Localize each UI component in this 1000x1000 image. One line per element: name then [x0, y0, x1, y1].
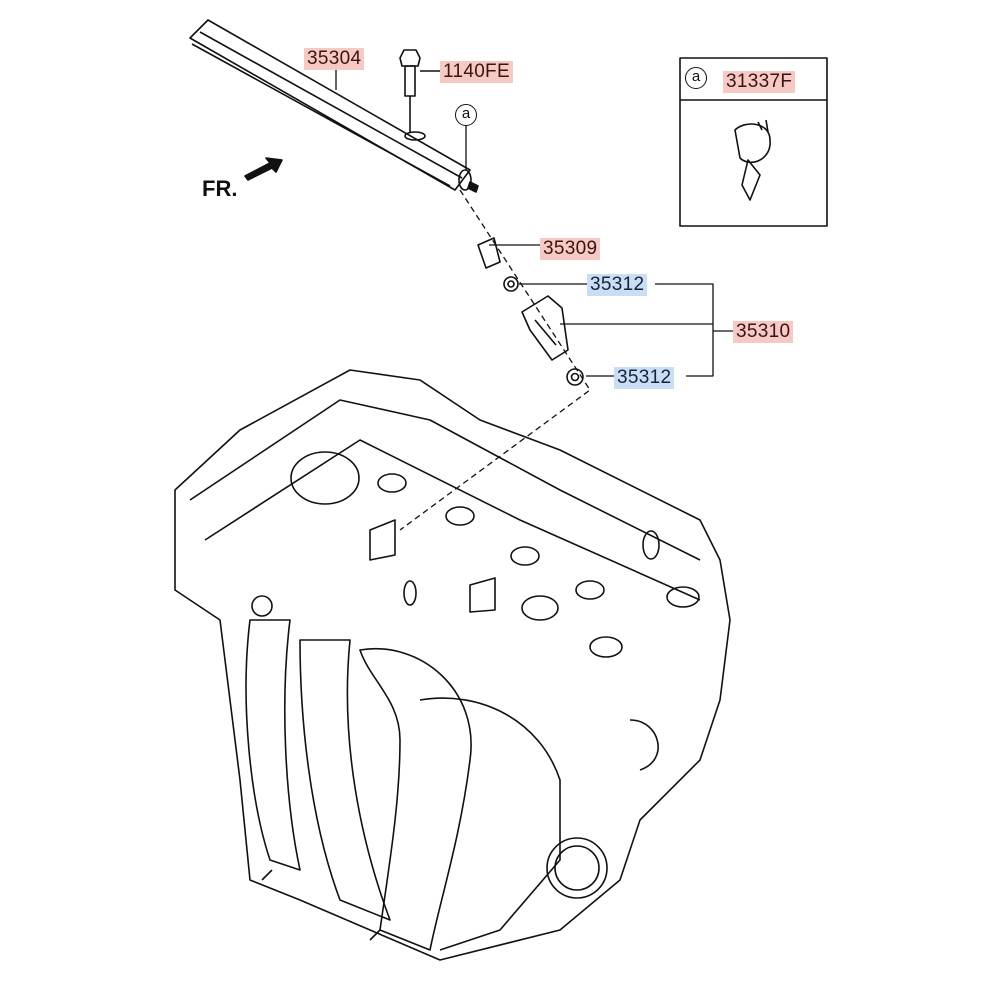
injector-assembly-drawing — [477, 237, 584, 386]
inset-ref-marker-a: a — [685, 67, 707, 89]
inset-box — [679, 57, 828, 227]
leader-lines — [335, 70, 733, 531]
part-label-oring-top[interactable]: 35312 — [587, 274, 648, 296]
front-arrow-icon — [244, 157, 283, 181]
part-label-inset[interactable]: 31337F — [723, 71, 796, 93]
part-label-fuel-rail[interactable]: 35304 — [304, 48, 365, 70]
part-label-bolt[interactable]: 1140FE — [440, 61, 513, 83]
fuel-rail-drawing — [189, 19, 479, 193]
ref-marker-a: a — [455, 104, 477, 126]
part-label-injector[interactable]: 35310 — [733, 321, 794, 343]
engine-block-drawing — [174, 369, 731, 961]
part-label-oring-bottom[interactable]: 35312 — [614, 367, 675, 389]
front-direction-label: FR. — [202, 176, 238, 201]
part-label-clip[interactable]: 35309 — [540, 238, 601, 260]
bolt-drawing — [399, 49, 440, 132]
